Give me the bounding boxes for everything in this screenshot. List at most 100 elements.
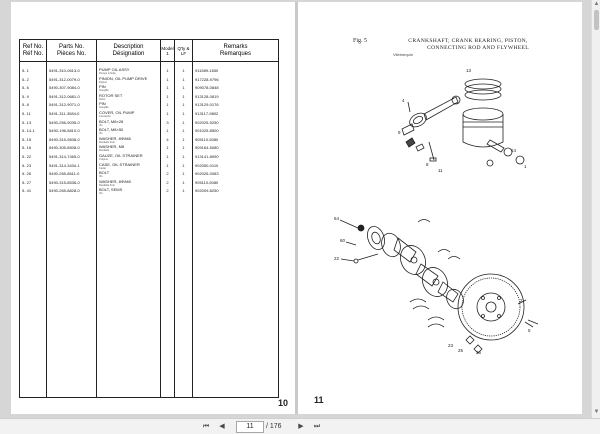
remarks-cell: 909164-5080 — [195, 145, 219, 151]
ref-no-cell: 5- 6 — [22, 85, 29, 91]
description-subtext: Rotor — [99, 97, 106, 101]
parts-no-cell: 5491-311-3084-0 — [49, 111, 80, 116]
piston-drawing — [462, 107, 525, 167]
crankshaft-drawing — [353, 224, 464, 310]
parts-no-cell: 5491-314-3434-1 — [49, 162, 80, 168]
page-number-input[interactable]: 11 — [236, 421, 264, 433]
right-page: Fig. 5 CRANKSHAFT, CRANK BEARING, PISTON… — [298, 2, 582, 414]
description-text: CASE, OIL STRAINER — [99, 161, 140, 167]
description-subtext: Pompe à huile — [99, 72, 116, 75]
description-text: WASHER, M8 — [99, 144, 125, 150]
qty-cell: 1 — [182, 188, 185, 194]
remarks-cell: 905110-5080 — [195, 136, 219, 142]
remarks-cell: 901025-8500 — [195, 128, 219, 134]
remarks-cell: 913141-8990 — [195, 154, 219, 159]
description-subtext: Vis — [99, 175, 103, 179]
last-page-icon[interactable]: ⏭ — [313, 423, 321, 430]
part-callout-label: 9 — [398, 130, 401, 135]
figure-title: CRANKSHAFT, CRANK BEARING, PISTON, CONNE… — [393, 38, 543, 52]
remarks-cell: 909078-0848 — [195, 85, 219, 91]
description-subtext: Goupille — [99, 89, 109, 93]
left-page-number: 10 — [278, 398, 289, 408]
qty-cell: 1 — [182, 154, 185, 159]
ref-no-cell: 5- 15 — [22, 136, 32, 142]
part-callout-label: 14 — [511, 148, 517, 153]
part-callout-label: 4 — [402, 98, 405, 103]
scroll-down-icon[interactable]: ▼ — [593, 409, 600, 415]
remarks-cell: 917228-9796 — [195, 76, 219, 82]
part-callout-label: 1 — [524, 164, 527, 169]
description-subtext: Pignon — [99, 80, 108, 84]
description-subtext: Vis — [99, 132, 103, 136]
crank-bearings-drawing — [409, 219, 461, 328]
part-callout-label: 26 — [476, 350, 482, 355]
description-text: PUMP OIL ASSY — [99, 67, 130, 72]
ref-no-cell: 5- 8 — [22, 102, 29, 108]
connecting-rod-drawing — [401, 95, 461, 162]
scroll-up-icon[interactable]: ▲ — [593, 1, 600, 7]
left-page: Ref No.Réf No. Parts No.Pièces No. Descr… — [11, 2, 295, 414]
ref-no-cell: 5- 9 — [22, 93, 29, 99]
ref-no-cell: 5- 27 — [22, 179, 32, 185]
ref-no-cell: 5- 22 — [22, 154, 32, 159]
ref-no-cell: 5- 14-1 — [22, 128, 35, 134]
first-page-icon[interactable]: ⏮ — [202, 423, 210, 430]
parts-no-cell: 5490-307-9084-0 — [49, 85, 80, 91]
remarks-cell: 913117-9802 — [195, 111, 219, 116]
ref-no-cell: 5- 1 — [22, 68, 29, 73]
model-cell: 1 — [166, 68, 169, 73]
ref-no-header: Ref No.Réf No. — [19, 39, 47, 62]
description-subtext: Crépine — [99, 158, 109, 161]
figure-label: Fig. 5 — [353, 38, 368, 44]
parts-no-cell: 5490-315-9838-0 — [49, 136, 80, 142]
remarks-cell: 902009-8250 — [195, 188, 219, 194]
next-page-icon[interactable]: ▶ — [298, 423, 304, 430]
description-text: BOLT, M8×50 — [99, 127, 124, 133]
page-navigation-toolbar: ⏮ ◀ 11 / 176 ▶ ⏭ — [0, 418, 600, 434]
prev-page-icon[interactable]: ◀ — [219, 423, 225, 430]
description-subtext: Rondelle — [99, 149, 110, 153]
remarks-cell: 913129-0176 — [195, 102, 219, 108]
description-text: PIN — [99, 84, 106, 90]
scroll-thumb[interactable] — [594, 10, 599, 30]
description-text: BOLT — [99, 170, 110, 176]
description-text: PINION, OIL PUMP DRIVE — [99, 75, 148, 81]
model-cell: 4 — [166, 136, 169, 142]
model-cell: 2 — [166, 179, 169, 185]
part-callout-label: 25 — [458, 348, 464, 353]
model-cell: 1 — [166, 102, 169, 108]
parts-no-cell: 5490-265-8828-0 — [49, 188, 80, 194]
description-text: WASHER, 8Φ/M8 — [99, 178, 131, 184]
model-cell: 1 — [166, 85, 169, 91]
model-cell: 2 — [166, 171, 169, 177]
model-cell: 1 — [166, 111, 169, 116]
vertical-scrollbar[interactable]: ▲ ▼ — [591, 0, 600, 418]
qty-cell: 1 — [182, 171, 185, 177]
qty-cell: 1 — [182, 111, 185, 116]
parts-no-cell: 5491-314-7465-0 — [49, 154, 80, 159]
parts-no-cell: 5490-315-8536-0 — [49, 179, 80, 185]
qty-cell: 1 — [182, 119, 185, 125]
figure-title-line2: CONNECTING ROD AND FLYWHEEL — [427, 45, 529, 51]
table-header-row: Ref No.Réf No. Parts No.Pièces No. Descr… — [19, 39, 279, 62]
description-text: PIN — [99, 101, 106, 107]
qty-cell: 1 — [182, 179, 185, 185]
ref-no-cell: 5- 26 — [22, 171, 32, 177]
description-text: WASHER, 8Φ/M8 — [99, 135, 131, 141]
part-callout-label: 11 — [438, 168, 443, 173]
ref-no-cell: 5- 41 — [22, 188, 32, 194]
description-text: COVER, OIL PUMP — [99, 110, 135, 115]
